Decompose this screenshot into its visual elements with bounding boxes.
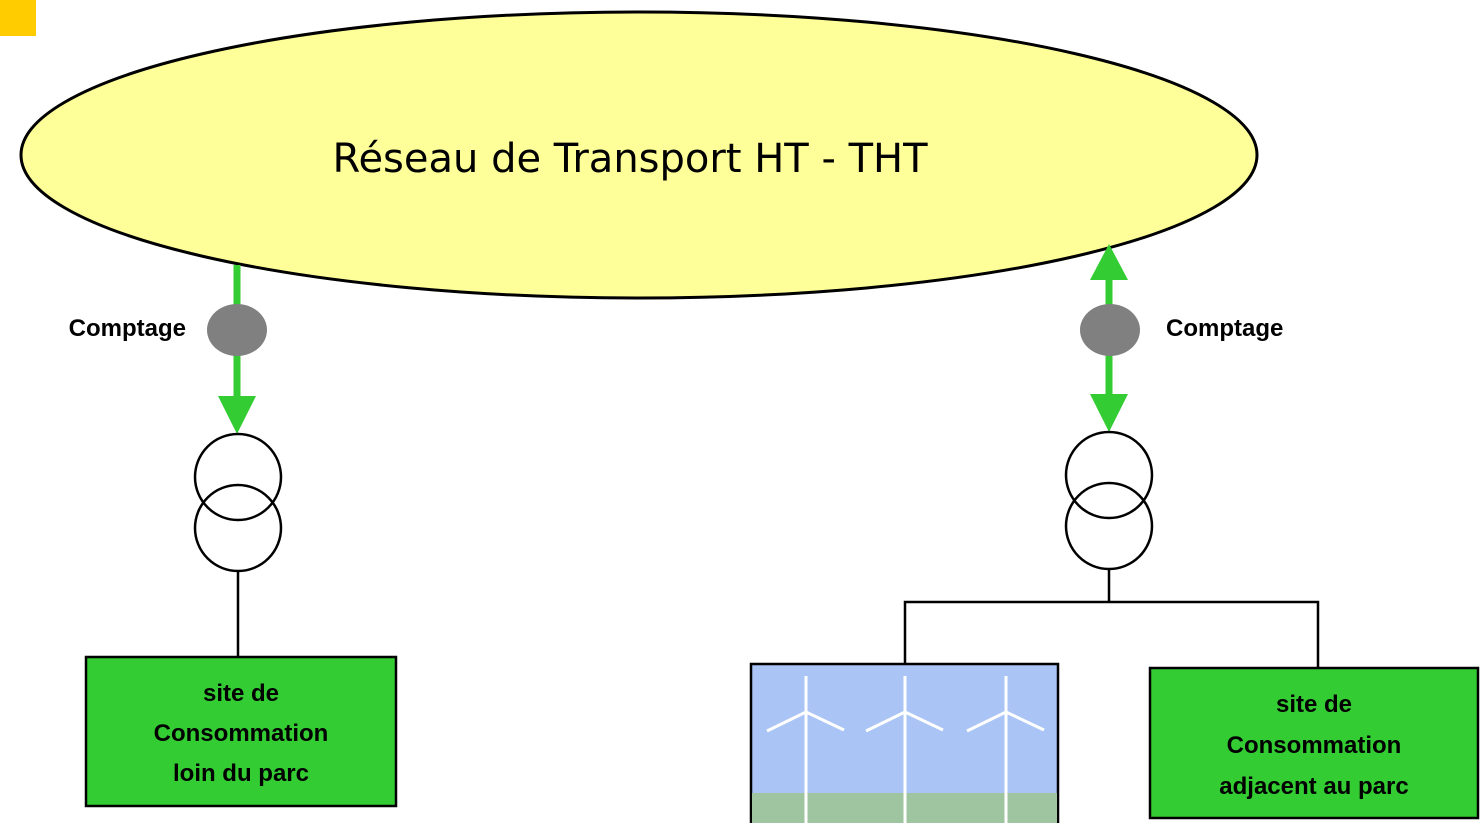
network-ellipse	[19, 10, 1259, 300]
left-arrow-down-icon	[218, 396, 256, 434]
bus-bar	[903, 600, 1320, 668]
right-branch: Comptage	[749, 244, 1480, 823]
network-title: Réseau de Transport HT - THT	[332, 136, 928, 182]
wind-turbine-icon	[865, 676, 944, 823]
left-meter-label: Comptage	[69, 315, 186, 342]
left-branch: Comptage site de Consommation loin du pa…	[69, 265, 398, 808]
wind-park-image	[749, 662, 1060, 823]
right-arrow-up-icon	[1090, 244, 1128, 280]
transformer-icon	[1064, 430, 1154, 571]
site-adjacent-line-3: adjacent au parc	[1219, 773, 1408, 800]
meter-icon	[1080, 304, 1140, 356]
meter-icon	[207, 304, 267, 356]
right-meter-label: Comptage	[1166, 315, 1283, 342]
site-adjacent-line-1: site de	[1276, 691, 1352, 718]
site-adjacent-line-2: Consommation	[1227, 732, 1402, 759]
site-box-adjacent	[1148, 666, 1480, 820]
transformer-icon	[193, 432, 283, 573]
site-far-line-2: Consommation	[154, 720, 329, 747]
corner-accent	[0, 0, 36, 36]
site-far-line-1: site de	[203, 680, 279, 707]
right-arrow-down-icon	[1090, 394, 1128, 432]
site-box-far	[84, 655, 398, 808]
wind-turbine-icon	[966, 676, 1045, 823]
site-far-line-3: loin du parc	[173, 760, 309, 787]
wind-turbine-icon	[766, 676, 845, 823]
